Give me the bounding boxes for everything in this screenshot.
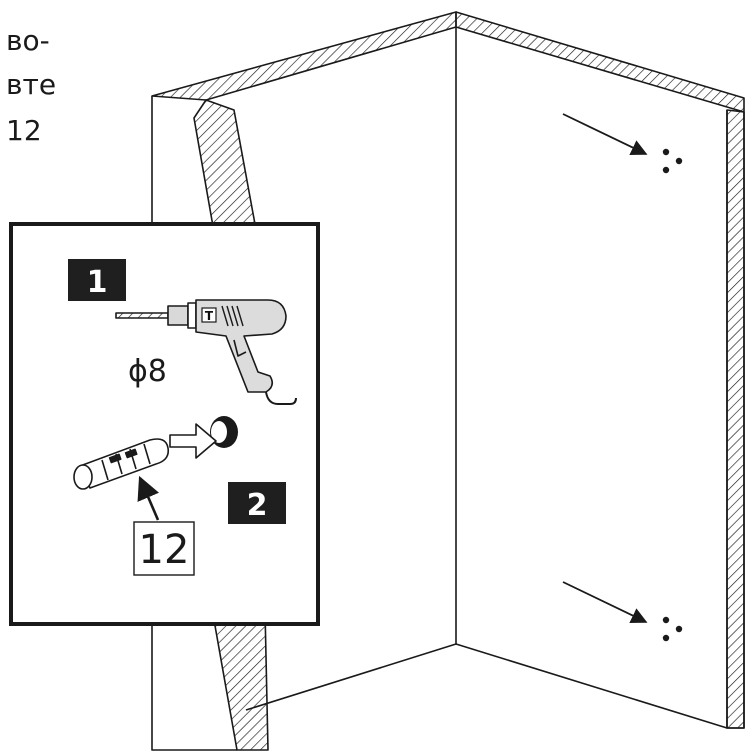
floor-line-right: [455, 643, 728, 729]
insert-arrow: [169, 423, 217, 459]
floor-line-left: [245, 643, 457, 711]
right-wall-top-edge: [455, 11, 745, 113]
drill-body-letter: T: [205, 309, 214, 323]
intro-line-2: вте: [6, 68, 56, 101]
step-1-number: 1: [87, 265, 108, 300]
left-wall-top-edge: [151, 11, 457, 101]
upper-holes: [662, 148, 683, 174]
step-2-number: 2: [247, 488, 268, 523]
step-1-badge: [68, 259, 126, 301]
drill-chuck: [167, 305, 189, 326]
intro-line-1: во-: [6, 24, 50, 57]
drill-diameter: ϕ8: [128, 354, 167, 389]
wall-plug-icon: [73, 438, 170, 490]
lower-holes: [662, 616, 683, 642]
wall-hole-icon: [210, 416, 238, 448]
drill-cord: [265, 391, 297, 405]
drill-bit: [115, 312, 169, 319]
part-number: 12: [139, 527, 190, 573]
drill-vents: [221, 305, 244, 327]
part-pointer: [137, 475, 160, 521]
upper-arrow: [562, 113, 648, 155]
instruction-inset: 1 T ϕ8: [9, 222, 320, 626]
hole-markers: [562, 113, 683, 642]
drill-body: [195, 299, 287, 393]
intro-line-3: 12: [6, 114, 42, 147]
drill-icon: [115, 299, 297, 405]
intro-text: во- вте 12: [6, 24, 56, 147]
step-2-badge: [228, 482, 286, 524]
drill-trigger: [233, 339, 247, 357]
right-wall-thickness: [726, 109, 745, 729]
part-label-box: [133, 521, 195, 576]
lower-arrow: [562, 581, 648, 623]
